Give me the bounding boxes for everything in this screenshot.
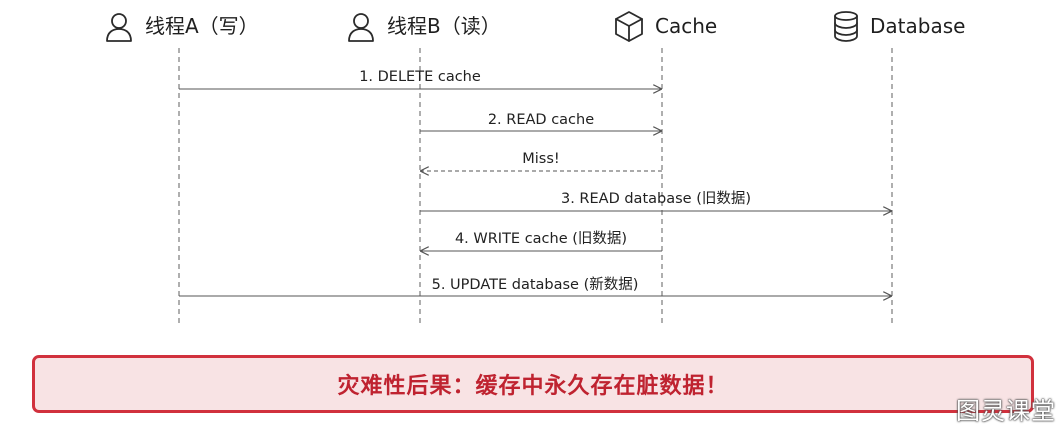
message-label: 3. READ database (旧数据) — [561, 190, 751, 207]
message-delete-cache: 1. DELETE cache — [179, 69, 661, 89]
message-label: Miss! — [522, 151, 559, 167]
watermark: 图灵课堂 — [956, 397, 1056, 425]
participant-label: Cache — [655, 14, 717, 38]
cube-icon — [615, 11, 643, 42]
message-label: 4. WRITE cache (旧数据) — [455, 230, 627, 247]
message-label: 5. UPDATE database (新数据) — [432, 276, 639, 293]
participant-database: Database — [834, 11, 965, 42]
database-icon — [834, 11, 858, 42]
user-icon — [106, 13, 132, 42]
message-read-database: 3. READ database (旧数据) — [420, 190, 891, 211]
participant-label: 线程A（写） — [145, 14, 259, 38]
warning-banner: 灾难性后果：缓存中永久存在脏数据！ — [32, 355, 1034, 413]
participant-label: 线程B（读） — [387, 14, 501, 38]
participant-cache: Cache — [615, 11, 717, 42]
participant-label: Database — [870, 14, 965, 38]
warning-banner-text: 灾难性后果：缓存中永久存在脏数据！ — [337, 374, 729, 399]
participant-thread-a: 线程A（写） — [106, 13, 259, 42]
message-miss: Miss! — [421, 151, 662, 171]
message-label: 1. DELETE cache — [359, 69, 481, 85]
message-update-database: 5. UPDATE database (新数据) — [179, 276, 891, 296]
participant-thread-b: 线程B（读） — [348, 13, 501, 42]
message-write-cache: 4. WRITE cache (旧数据) — [421, 230, 662, 251]
message-read-cache: 2. READ cache — [420, 112, 661, 131]
message-label: 2. READ cache — [488, 112, 594, 128]
user-icon — [348, 13, 374, 42]
